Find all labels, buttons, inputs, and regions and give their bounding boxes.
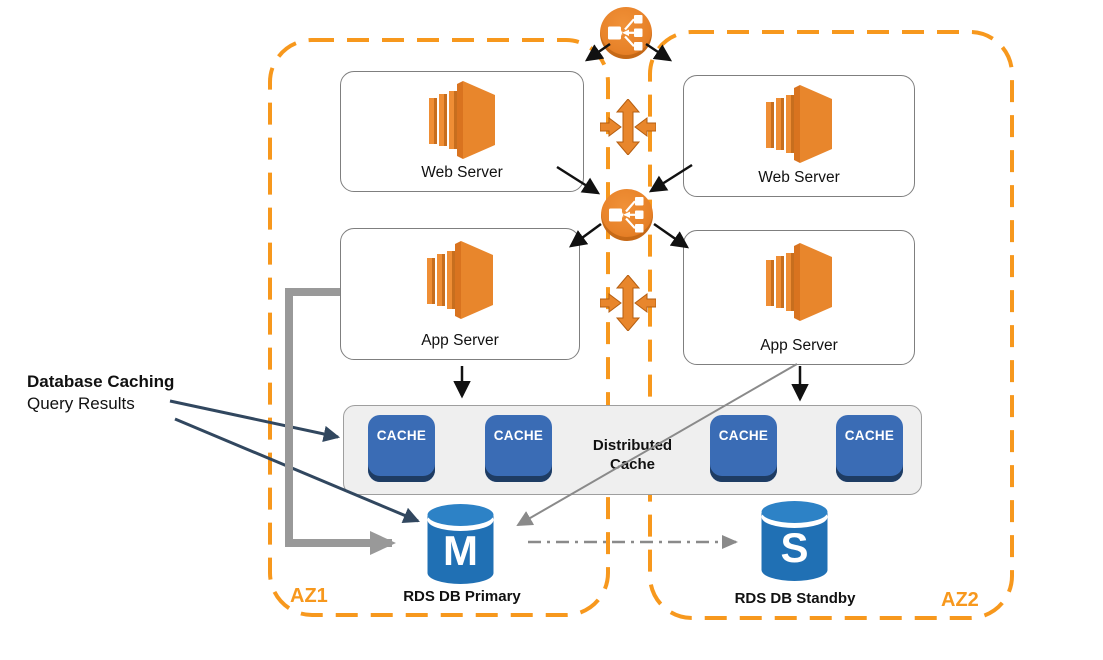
server-icon bbox=[427, 241, 493, 319]
load-balancer-icon bbox=[601, 189, 653, 241]
rds-primary-label: RDS DB Primary bbox=[403, 588, 521, 605]
server-icon bbox=[766, 243, 832, 321]
cache-node-label: CACHE bbox=[376, 428, 427, 443]
rds-standby-label: RDS DB Standby bbox=[734, 590, 856, 607]
rds-primary-letter: M bbox=[443, 527, 478, 574]
server-label: App Server bbox=[421, 332, 499, 349]
scaling-arrows-icon bbox=[600, 99, 656, 155]
app-server-az2: App Server bbox=[683, 230, 915, 365]
cache-node: CACHE bbox=[368, 415, 435, 482]
server-label: Web Server bbox=[758, 169, 840, 186]
load-balancer-glyph bbox=[609, 197, 644, 233]
server-icon bbox=[766, 85, 832, 163]
server-label: App Server bbox=[760, 337, 838, 354]
cache-node: CACHE bbox=[485, 415, 552, 482]
rds-standby-letter: S bbox=[780, 524, 808, 571]
scaling-arrows-icon bbox=[600, 275, 656, 331]
distributed-cache-label: Distributed Cache bbox=[592, 437, 673, 473]
annotation-subtitle: Query Results bbox=[27, 394, 135, 414]
cache-node-label: CACHE bbox=[844, 428, 895, 443]
az1-label: AZ1 bbox=[290, 585, 328, 607]
az2-label: AZ2 bbox=[941, 589, 979, 611]
cache-node: CACHE bbox=[710, 415, 777, 482]
cache-node-label: CACHE bbox=[718, 428, 769, 443]
load-balancer-icon bbox=[600, 7, 652, 59]
database-caching-annotation: Database Caching Query Results bbox=[27, 371, 174, 415]
web-server-az2: Web Server bbox=[683, 75, 915, 197]
server-icon bbox=[429, 81, 495, 159]
cache-node: CACHE bbox=[836, 415, 903, 482]
annotation-title: Database Caching bbox=[27, 372, 175, 391]
server-label: Web Server bbox=[421, 164, 503, 181]
rds-standby-icon: S bbox=[761, 501, 828, 581]
rds-primary-icon: M bbox=[427, 504, 494, 584]
cache-node-label: CACHE bbox=[493, 428, 544, 443]
arrow-annotation-to-cache bbox=[169, 399, 341, 443]
load-balancer-glyph bbox=[608, 15, 643, 51]
web-server-az1: Web Server bbox=[340, 71, 584, 192]
app-server-az1: App Server bbox=[340, 228, 580, 360]
